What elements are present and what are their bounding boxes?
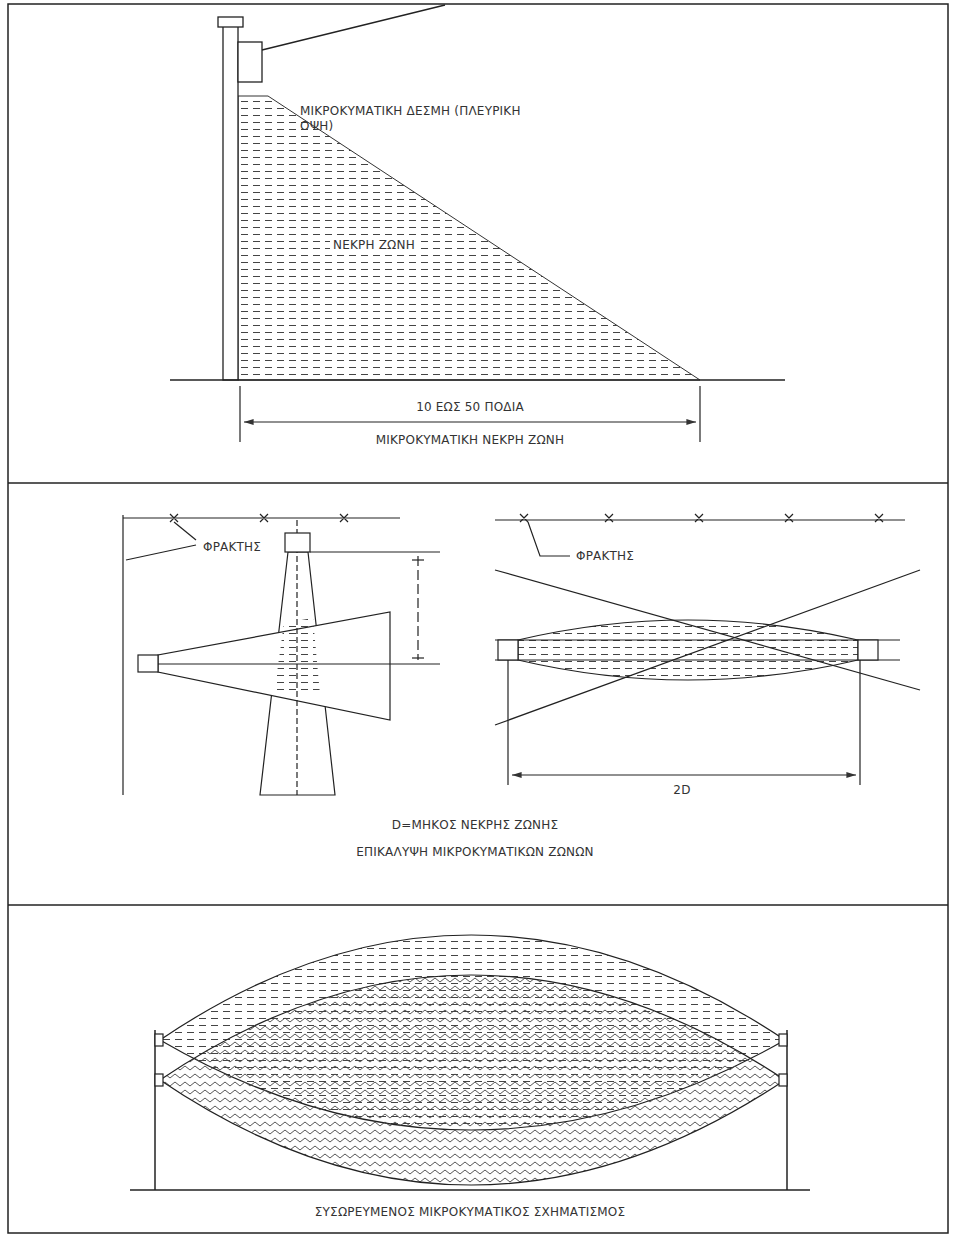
dimension-label: 10 ΕΩΣ 50 ΠΟΔΙΑ <box>416 400 524 415</box>
overlap-opposed <box>495 514 920 785</box>
fence-label: ΦΡΑΚΤΗΣ <box>573 549 637 564</box>
stacked-beams <box>130 935 810 1190</box>
overlap-perpendicular <box>123 514 440 795</box>
beam-label: ΜΙΚΡΟΚΥΜΑΤΙΚΗ ΔΕΣΜΗ (ΠΛΕΥΡΙΚΗ ΟΨΗ) <box>300 104 550 134</box>
caption-note: ΕΠΙΚΑΛΥΨΗ ΜΙΚΡΟΚΥΜΑΤΙΚΩΝ ΖΩΝΩΝ <box>356 845 593 860</box>
dimension-label: 2D <box>670 783 693 798</box>
caption-note: D=ΜΗΚΟΣ ΝΕΚΡΗΣ ΖΩΝΗΣ <box>392 818 558 833</box>
side-view <box>170 5 785 442</box>
panel-frame <box>8 4 948 1233</box>
zone-label: ΝΕΚΡΗ ΖΩΝΗ <box>330 238 418 253</box>
dimension-label: ΜΙΚΡΟΚΥΜΑΤΙΚΗ ΝΕΚΡΗ ΖΩΝΗ <box>376 433 564 448</box>
caption-note: ΣΥΣΩΡΕΥΜΕΝΟΣ ΜΙΚΡΟΚΥΜΑΤΙΚΟΣ ΣΧΗΜΑΤΙΣΜΟΣ <box>315 1205 625 1220</box>
fence-label: ΦΡΑΚΤΗΣ <box>200 540 264 555</box>
